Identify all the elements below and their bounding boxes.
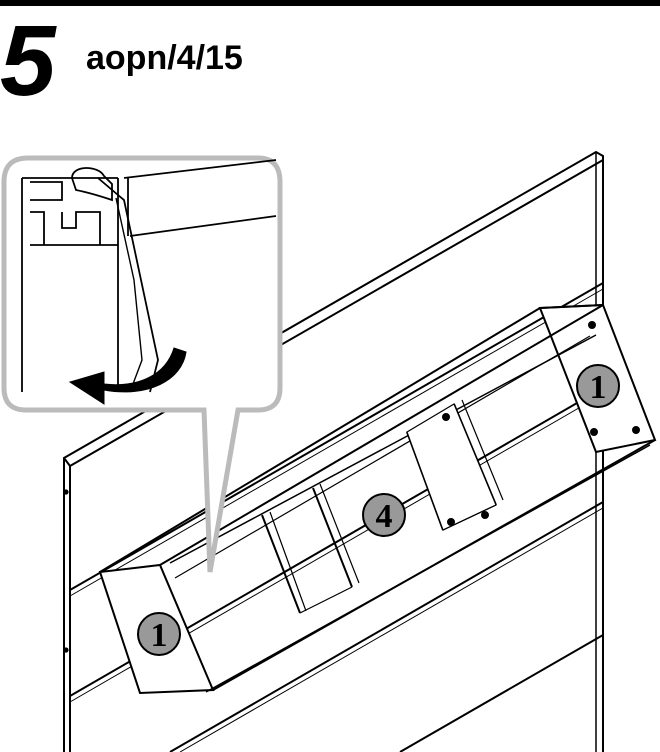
- shelf-unit: [98, 303, 657, 695]
- step-code: aopn/4/15: [86, 39, 243, 77]
- top-rule: [0, 0, 660, 6]
- step-number: 5: [0, 5, 56, 117]
- callout-label: 4: [376, 498, 393, 535]
- callout-label: 1: [151, 617, 168, 654]
- curved-arrow-icon: [68, 347, 187, 405]
- callout-badge-right-panel: 1: [576, 364, 620, 408]
- zoom-detail-callout: [1, 155, 283, 573]
- callout-badge-center-divider: 4: [362, 493, 406, 537]
- callout-label: 1: [590, 369, 607, 406]
- callout-badge-left-panel: 1: [137, 612, 181, 656]
- back-panel: [63, 150, 604, 752]
